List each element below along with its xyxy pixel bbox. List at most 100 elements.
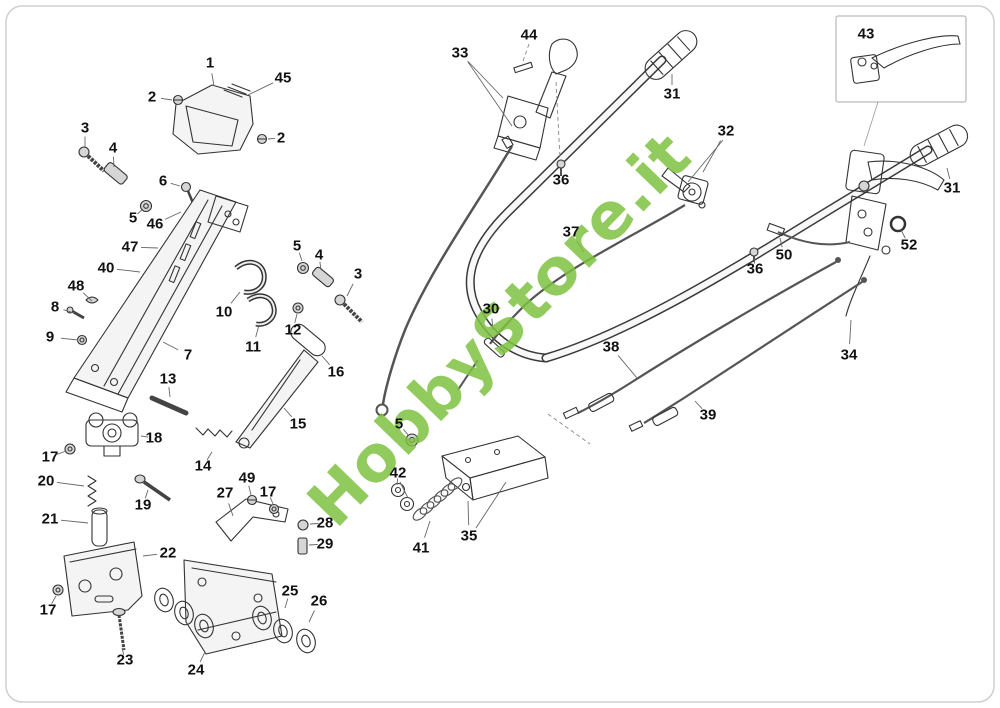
- control-mount-assembly: [845, 149, 945, 317]
- leader-line-52: [900, 229, 906, 239]
- leader-line-35: [467, 500, 470, 526]
- part-label-11: 11: [245, 338, 261, 356]
- leader-line-33: [467, 60, 504, 99]
- leader-line-26: [308, 610, 315, 623]
- leader-line-16: [321, 355, 331, 366]
- leader-line-45: [247, 82, 274, 96]
- leader-line-19: [144, 489, 149, 499]
- part-label-48: 48: [67, 277, 85, 295]
- part-label-17: 17: [39, 601, 57, 619]
- handlebar-grip-left: [644, 30, 698, 80]
- leader-line-37: [576, 240, 585, 253]
- leader-line-31: [946, 167, 951, 180]
- part-label-33: 33: [451, 44, 469, 62]
- leader-line-5: [137, 208, 144, 215]
- handlebar-grip-right: [909, 124, 969, 167]
- part-label-9: 9: [45, 328, 55, 346]
- part-label-30: 30: [482, 300, 500, 318]
- leader-line-46: [164, 211, 182, 220]
- control-cables: [375, 135, 867, 445]
- part-label-5: 5: [292, 237, 302, 255]
- leader-line-39: [694, 400, 703, 410]
- part-label-36: 36: [552, 171, 570, 189]
- leader-line-38: [617, 355, 638, 379]
- part-label-40: 40: [97, 259, 115, 277]
- leader-line-2: [160, 97, 173, 101]
- leader-line-17: [269, 497, 274, 505]
- part-label-49: 49: [238, 469, 256, 487]
- leader-line-8: [63, 309, 75, 314]
- leader-line-50: [779, 237, 783, 248]
- part-label-24: 24: [187, 661, 205, 679]
- leader-line-17: [57, 450, 67, 455]
- part-label-39: 39: [699, 406, 717, 424]
- leader-line-4: [319, 261, 322, 271]
- part-label-27: 27: [216, 484, 234, 502]
- leader-line-23: [121, 647, 125, 655]
- part-label-45: 45: [274, 69, 292, 87]
- part-label-25: 25: [281, 582, 299, 600]
- throttle-control: [661, 167, 709, 209]
- part-label-46: 46: [146, 215, 164, 233]
- part-label-47: 47: [121, 238, 139, 256]
- leader-line-21: [60, 519, 89, 524]
- part-label-10: 10: [215, 303, 233, 321]
- part-label-36: 36: [746, 260, 764, 278]
- part-label-17: 17: [41, 448, 59, 466]
- leader-line-7: [162, 341, 179, 351]
- leader-line-12: [294, 313, 298, 323]
- part-label-29: 29: [316, 535, 334, 553]
- part-label-21: 21: [41, 510, 59, 528]
- handlebar-tubes: [465, 30, 969, 363]
- inset-detail-box: [835, 15, 967, 147]
- leader-line-48: [82, 292, 93, 302]
- leader-line-22: [142, 553, 158, 557]
- leader-line-13: [168, 387, 171, 398]
- part-label-3: 3: [353, 265, 363, 283]
- part-label-17: 17: [259, 483, 277, 501]
- leader-line-27: [228, 503, 234, 517]
- part-label-41: 41: [412, 539, 430, 557]
- part-label-42: 42: [389, 464, 407, 482]
- part-label-52: 52: [900, 236, 918, 254]
- leader-line-32: [702, 140, 721, 173]
- leader-line-24: [199, 651, 206, 663]
- leader-line-18: [140, 435, 149, 438]
- part-label-4: 4: [314, 246, 324, 264]
- part-label-35: 35: [460, 527, 478, 545]
- part-label-8: 8: [50, 298, 60, 316]
- part-label-23: 23: [116, 651, 134, 669]
- part-label-6: 6: [158, 172, 168, 190]
- part-label-2: 2: [147, 88, 157, 106]
- leader-line-42: [396, 478, 399, 486]
- part-label-50: 50: [775, 246, 793, 264]
- part-label-5: 5: [128, 209, 138, 227]
- leader-line-14: [206, 451, 213, 460]
- part-label-5: 5: [394, 415, 404, 433]
- leader-line-9: [60, 337, 79, 341]
- part-label-19: 19: [134, 496, 152, 514]
- part-label-12: 12: [284, 321, 302, 339]
- leader-line-25: [284, 598, 289, 609]
- rollers: [154, 587, 316, 654]
- leader-line-6: [170, 182, 181, 187]
- leader-line-36: [753, 256, 755, 264]
- leader-line-34: [849, 319, 852, 345]
- part-label-34: 34: [840, 346, 858, 364]
- leader-lines-layer: [51, 60, 951, 663]
- part-label-32: 32: [717, 122, 735, 140]
- steering-column-assembly: [52, 83, 364, 655]
- part-label-2: 2: [276, 129, 286, 147]
- part-label-15: 15: [289, 415, 307, 433]
- leader-line-40: [116, 268, 141, 273]
- leader-line-11: [255, 324, 260, 338]
- part-label-22: 22: [159, 544, 177, 562]
- leader-line-15: [283, 407, 293, 418]
- leader-line-17: [51, 595, 57, 604]
- leader-line-5: [298, 252, 303, 262]
- leader-line-4: [113, 156, 115, 168]
- part-label-20: 20: [37, 472, 55, 490]
- leader-line-47: [140, 246, 159, 249]
